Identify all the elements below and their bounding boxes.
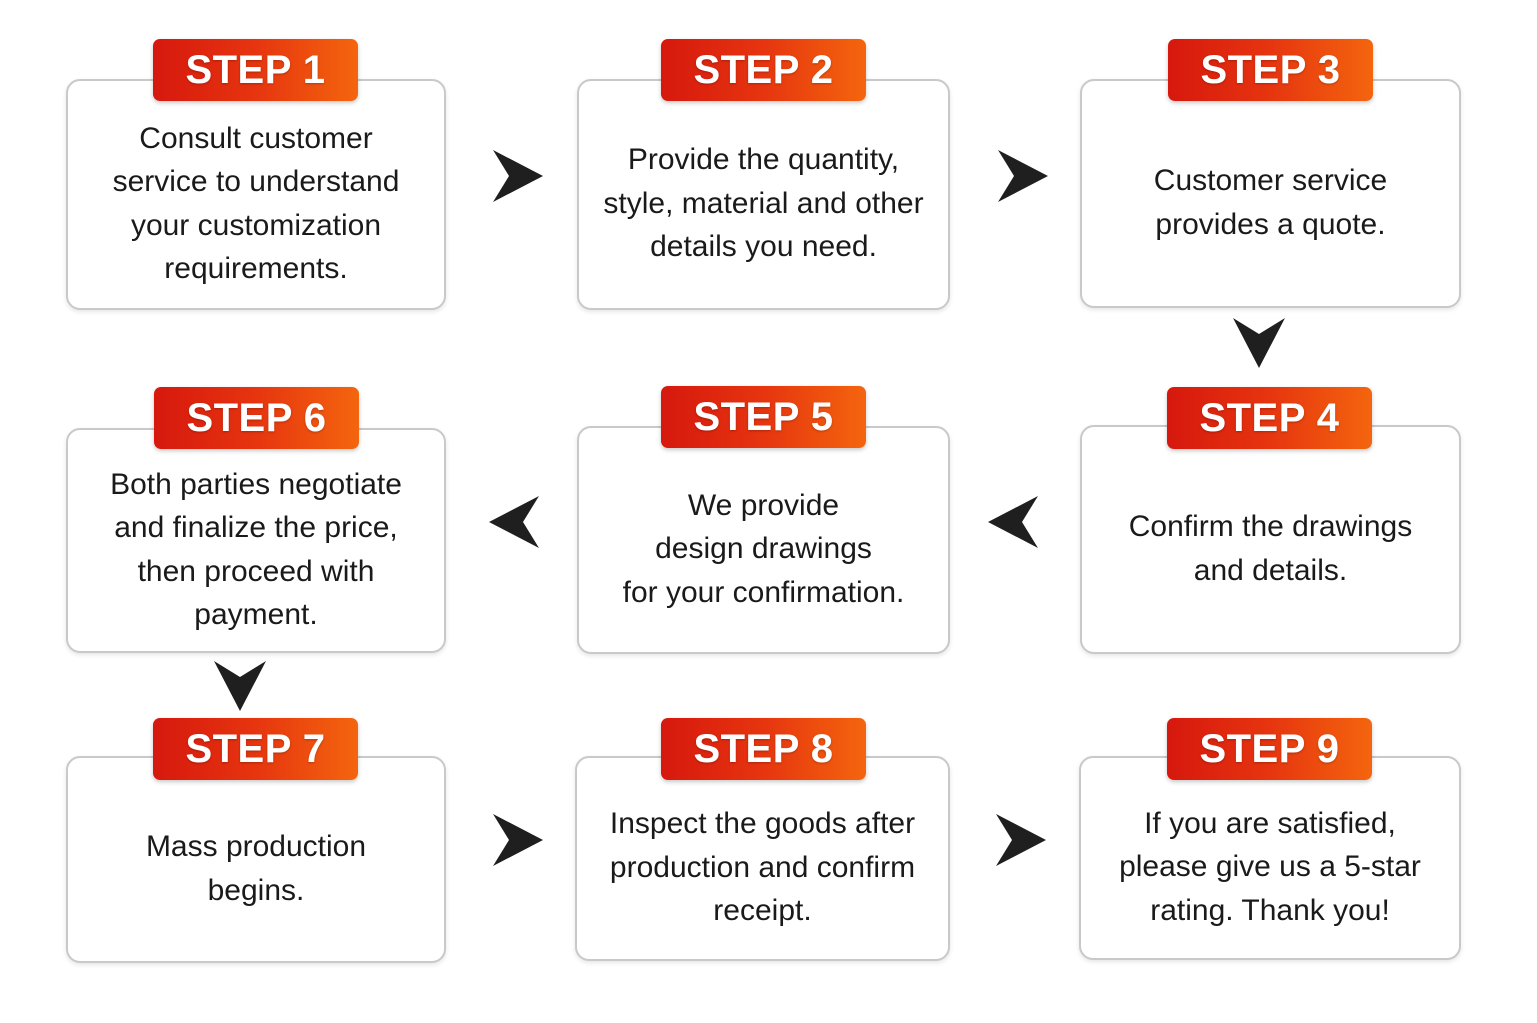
- arrow-down-icon: [1229, 312, 1289, 372]
- step-5-badge: STEP 5: [661, 386, 866, 448]
- arrow-right-icon: [487, 146, 547, 206]
- step-9-card: If you are satisfied, please give us a 5…: [1079, 756, 1461, 960]
- step-6-card: Both parties negotiate and finalize the …: [66, 428, 446, 653]
- step-6-badge: STEP 6: [154, 387, 359, 449]
- step-7-badge: STEP 7: [153, 718, 358, 780]
- step-6-text: Both parties negotiate and finalize the …: [110, 467, 402, 632]
- step-2-badge: STEP 2: [661, 39, 866, 101]
- step-9-badge: STEP 9: [1167, 718, 1372, 780]
- step-3-text: Customer service provides a quote.: [1153, 164, 1388, 241]
- step-1-text: Consult customer service to understand y…: [112, 121, 400, 286]
- arrow-right-icon: [992, 146, 1052, 206]
- step-8-badge: STEP 8: [661, 718, 866, 780]
- step-4-text: Confirm the drawings and details.: [1128, 510, 1413, 587]
- step-4-badge: STEP 4: [1167, 387, 1372, 449]
- arrow-left-icon: [984, 492, 1044, 552]
- step-2-card: Provide the quantity, style, material an…: [577, 79, 950, 310]
- step-3-badge: STEP 3: [1168, 39, 1373, 101]
- arrow-down-icon: [210, 655, 270, 715]
- step-8-card: Inspect the goods after production and c…: [575, 756, 950, 961]
- step-8-text: Inspect the goods after production and c…: [609, 807, 916, 928]
- step-5-card: We provide design drawings for your conf…: [577, 426, 950, 654]
- step-5-text: We provide design drawings for your conf…: [622, 488, 905, 609]
- step-3-card: Customer service provides a quote.: [1080, 79, 1461, 308]
- step-7-text: Mass production begins.: [145, 830, 367, 907]
- step-1-card: Consult customer service to understand y…: [66, 79, 446, 310]
- arrow-right-icon: [487, 810, 547, 870]
- step-9-text: If you are satisfied, please give us a 5…: [1119, 806, 1421, 927]
- step-4-card: Confirm the drawings and details.: [1080, 425, 1461, 654]
- arrow-right-icon: [990, 810, 1050, 870]
- step-1-badge: STEP 1: [153, 39, 358, 101]
- step-2-text: Provide the quantity, style, material an…: [603, 143, 924, 264]
- step-7-card: Mass production begins.: [66, 756, 446, 963]
- arrow-left-icon: [485, 492, 545, 552]
